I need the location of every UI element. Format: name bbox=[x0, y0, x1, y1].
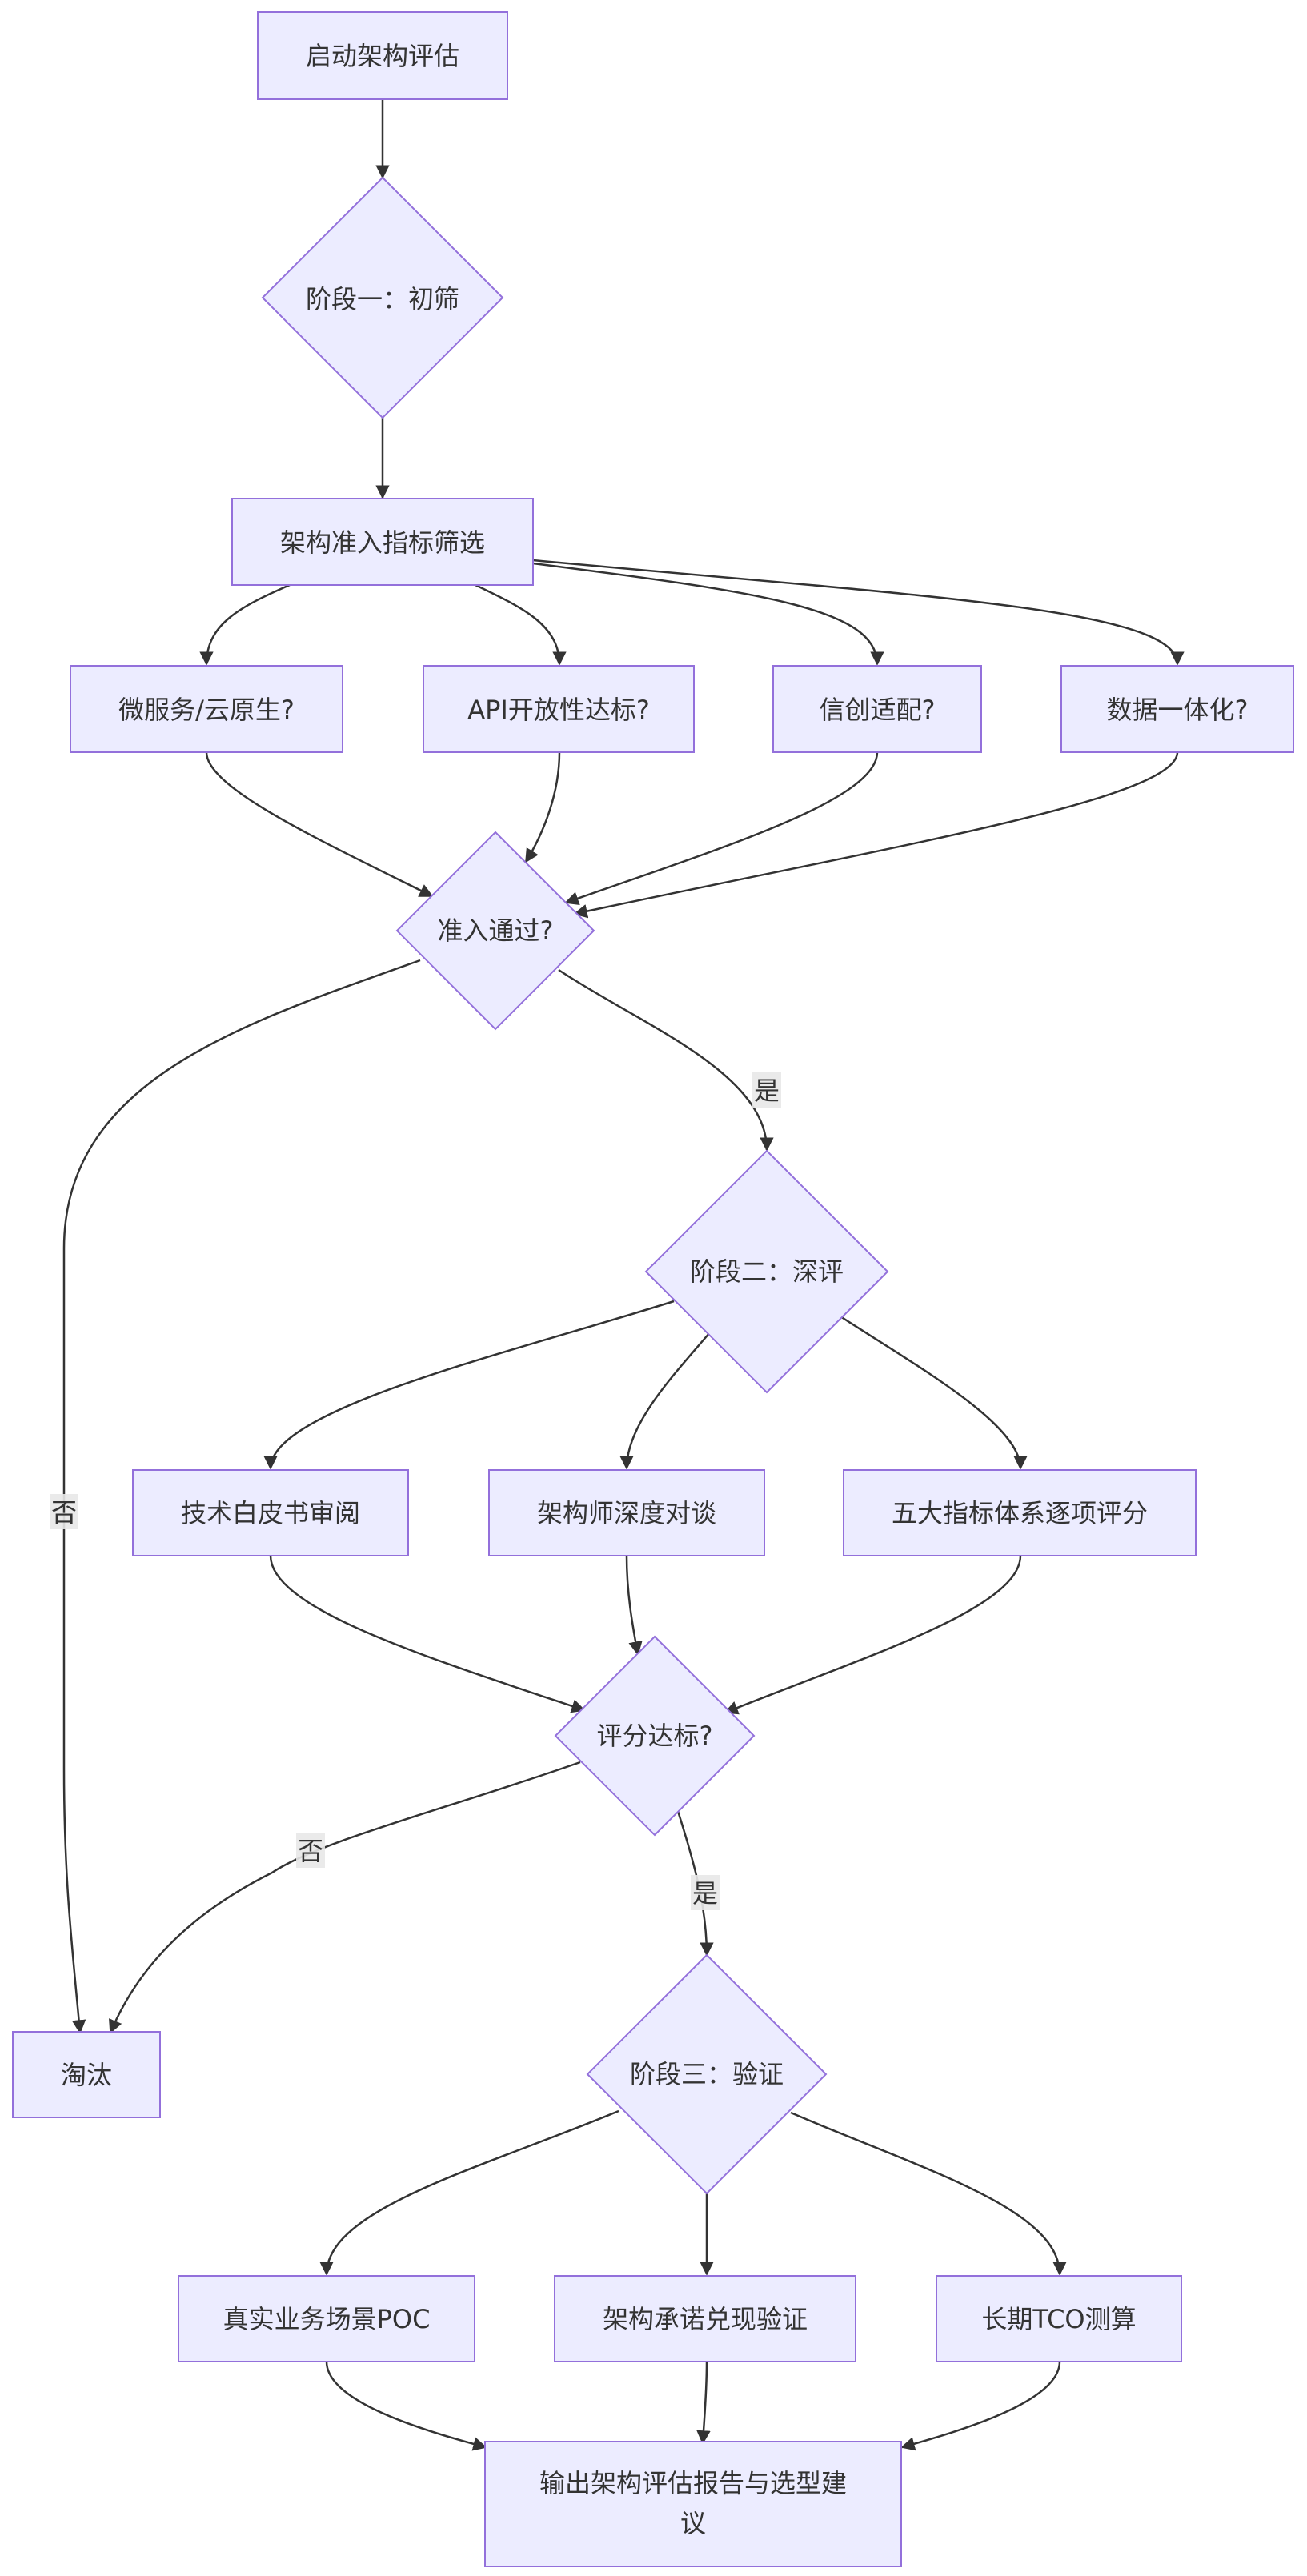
nodes: 启动架构评估 阶段一：初筛 架构准入指标筛选 微服务/云原生? API开放性达标… bbox=[12, 11, 1294, 2567]
edge-stage3-poc bbox=[319, 2109, 619, 2276]
node-score5: 五大指标体系逐项评分 bbox=[843, 1469, 1197, 1556]
node-tco-label: 长期TCO测算 bbox=[981, 2304, 1136, 2334]
edge-xinchuang-pass bbox=[564, 751, 879, 906]
node-micro: 微服务/云原生? bbox=[70, 665, 343, 753]
node-promise: 架构承诺兑现验证 bbox=[554, 2275, 856, 2362]
node-eliminate: 淘汰 bbox=[12, 2031, 161, 2118]
edge-screen-xinchuang bbox=[532, 562, 884, 666]
node-stage3: 阶段三：验证 bbox=[586, 1953, 828, 2195]
label-score-no-text: 否 bbox=[298, 1836, 323, 1866]
node-report: 输出架构评估报告与选型建 议 bbox=[484, 2441, 902, 2567]
edge-stage2-talk bbox=[619, 1332, 711, 1470]
node-screen: 架构准入指标筛选 bbox=[231, 498, 534, 586]
edge-screen-micro bbox=[199, 583, 291, 666]
node-stage2-label: 阶段二：深评 bbox=[690, 1256, 844, 1287]
label-score-yes-text: 是 bbox=[692, 1878, 718, 1909]
node-whitepaper-label: 技术白皮书审阅 bbox=[181, 1498, 360, 1528]
edge-micro-pass bbox=[205, 751, 434, 898]
edge-stage2-score5 bbox=[840, 1315, 1028, 1470]
label-pass-yes: 是 bbox=[752, 1072, 781, 1108]
node-start: 启动架构评估 bbox=[257, 11, 508, 100]
node-screen-label: 架构准入指标筛选 bbox=[280, 527, 485, 558]
edge-promise-report bbox=[696, 2361, 711, 2445]
edge-pass-stage2 bbox=[558, 968, 774, 1152]
node-eliminate-label: 淘汰 bbox=[61, 2060, 112, 2090]
edge-screen-api bbox=[475, 583, 567, 666]
node-stage1: 阶段一：初筛 bbox=[261, 176, 504, 419]
edge-score5-scoreok bbox=[724, 1555, 1022, 1715]
label-score-no: 否 bbox=[296, 1833, 325, 1868]
node-start-label: 启动架构评估 bbox=[306, 41, 459, 71]
node-promise-label: 架构承诺兑现验证 bbox=[603, 2304, 808, 2334]
edge-stage2-whitepaper bbox=[263, 1300, 675, 1470]
edge-tco-report bbox=[900, 2361, 1061, 2451]
node-scoreok-label: 评分达标? bbox=[597, 1721, 713, 1751]
edge-data-pass bbox=[573, 751, 1179, 919]
node-data: 数据一体化? bbox=[1060, 665, 1294, 753]
node-poc-label: 真实业务场景POC bbox=[223, 2304, 431, 2334]
node-stage1-label: 阶段一：初筛 bbox=[306, 284, 459, 314]
node-report-label-line2: 议 bbox=[680, 2508, 706, 2538]
node-report-label-line1: 输出架构评估报告与选型建 bbox=[539, 2468, 847, 2498]
label-pass-no: 否 bbox=[50, 1494, 78, 1529]
label-pass-no-text: 否 bbox=[51, 1497, 77, 1528]
node-xinchuang: 信创适配? bbox=[772, 665, 982, 753]
node-data-label: 数据一体化? bbox=[1107, 695, 1249, 725]
edge-poc-report bbox=[325, 2361, 487, 2451]
node-pass-label: 准入通过? bbox=[438, 915, 554, 946]
edge-scoreok-eliminate bbox=[109, 1761, 581, 2034]
edge-screen-data bbox=[532, 559, 1185, 666]
node-whitepaper: 技术白皮书审阅 bbox=[132, 1469, 409, 1556]
node-pass: 准入通过? bbox=[395, 831, 595, 1031]
node-api-label: API开放性达标? bbox=[467, 695, 650, 725]
node-score5-label: 五大指标体系逐项评分 bbox=[892, 1498, 1148, 1528]
node-micro-label: 微服务/云原生? bbox=[118, 695, 295, 725]
node-xinchuang-label: 信创适配? bbox=[820, 695, 936, 725]
node-poc: 真实业务场景POC bbox=[178, 2275, 475, 2362]
edge-talk-scoreok bbox=[625, 1555, 643, 1656]
node-talk: 架构师深度对谈 bbox=[488, 1469, 765, 1556]
edge-pass-eliminate bbox=[62, 959, 421, 2034]
edge-api-pass bbox=[524, 751, 561, 863]
node-scoreok: 评分达标? bbox=[554, 1635, 756, 1837]
node-tco: 长期TCO测算 bbox=[936, 2275, 1182, 2362]
edge-stage3-tco bbox=[790, 2111, 1067, 2276]
edges bbox=[62, 99, 1185, 2451]
node-talk-label: 架构师深度对谈 bbox=[537, 1498, 716, 1528]
label-pass-yes-text: 是 bbox=[754, 1076, 780, 1106]
node-api: API开放性达标? bbox=[423, 665, 695, 753]
label-score-yes: 是 bbox=[691, 1875, 720, 1910]
node-stage3-label: 阶段三：验证 bbox=[630, 2059, 784, 2089]
edge-whitepaper-scoreok bbox=[269, 1555, 586, 1713]
edge-labels: 是 否 是 否 bbox=[50, 1072, 781, 1910]
node-stage2: 阶段二：深评 bbox=[644, 1149, 889, 1394]
